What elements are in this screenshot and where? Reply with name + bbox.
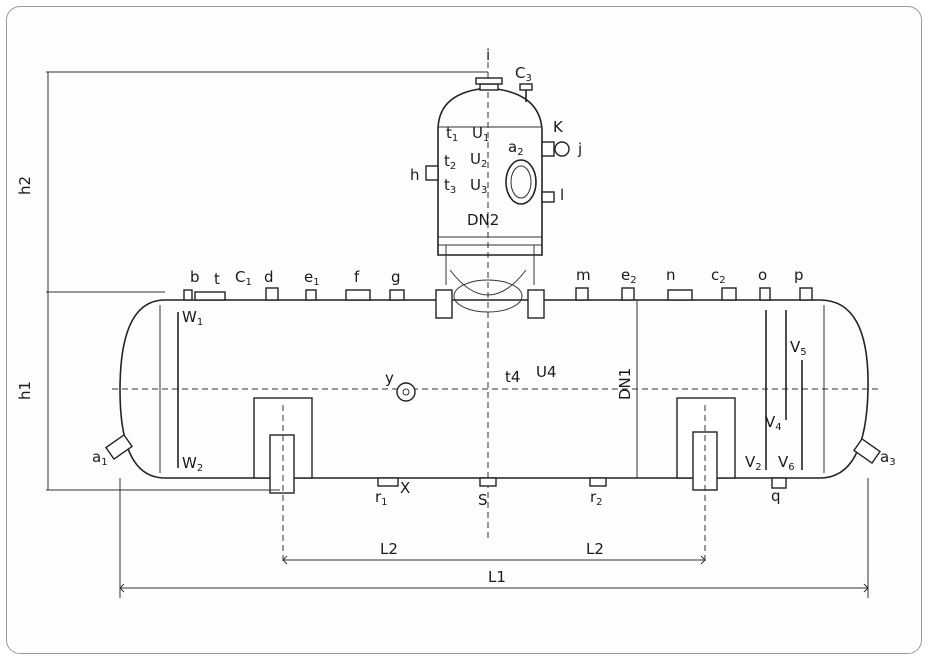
label-s: S [478, 491, 488, 509]
label-t1: t1 [446, 124, 458, 144]
saddle-left [253, 397, 313, 565]
label-a1: a1 [92, 448, 108, 468]
drawing-frame [6, 6, 922, 654]
label-u1: U1 [472, 124, 489, 144]
label-c1: C1 [235, 268, 252, 288]
label-t3: t3 [444, 176, 456, 196]
label-dn2: DN2 [467, 211, 499, 229]
label-p: p [794, 266, 804, 284]
label-h1: h1 [16, 381, 34, 400]
label-k: K [553, 118, 564, 136]
bottom-nozzles [104, 433, 882, 489]
label-a2: a2 [508, 138, 524, 158]
label-t: t [214, 270, 220, 288]
label-c3: C3 [515, 64, 532, 84]
label-e1: e1 [304, 268, 320, 288]
label-d: d [264, 268, 274, 286]
main-vessel [112, 52, 880, 540]
label-q: q [771, 487, 781, 505]
label-v5: V5 [790, 338, 807, 358]
label-b: b [190, 268, 200, 286]
label-t2: t2 [444, 152, 456, 172]
dimension-lines [46, 71, 869, 598]
label-u2: U2 [470, 150, 487, 170]
label-u3: U3 [470, 176, 487, 196]
labels: b t C1 d e1 f g m e2 n c2 o p i C3 K j h… [16, 46, 896, 586]
label-m: m [576, 266, 591, 284]
label-t4: t4 [505, 368, 520, 386]
label-l2-left: L2 [380, 540, 398, 558]
label-e2: e2 [621, 266, 637, 286]
label-v2: V2 [745, 453, 762, 473]
label-r2: r2 [590, 488, 603, 508]
label-c2: c2 [711, 266, 726, 286]
label-w1: W1 [182, 308, 203, 328]
label-v4: V4 [765, 413, 782, 433]
label-u4: U4 [536, 363, 557, 381]
label-h: h [410, 166, 420, 184]
label-y: y [385, 369, 394, 387]
label-a3: a3 [880, 448, 896, 468]
label-g: g [391, 268, 401, 286]
label-n: n [666, 266, 676, 284]
top-nozzles [183, 287, 813, 301]
label-h2: h2 [16, 176, 34, 195]
label-v6: V6 [778, 453, 795, 473]
saddle-right [676, 397, 736, 565]
label-l1: L1 [488, 568, 506, 586]
label-l2-right: L2 [586, 540, 604, 558]
label-i: i [486, 46, 490, 64]
dome-vessel [425, 77, 570, 319]
label-w2: W2 [182, 454, 203, 474]
label-l: l [560, 186, 564, 204]
label-x: X [400, 479, 410, 497]
label-f: f [354, 268, 360, 286]
internal-gauges [177, 310, 803, 470]
label-j: j [577, 140, 582, 158]
label-o: o [758, 266, 767, 284]
label-r1: r1 [375, 488, 388, 508]
label-dn1: DN1 [616, 368, 634, 400]
